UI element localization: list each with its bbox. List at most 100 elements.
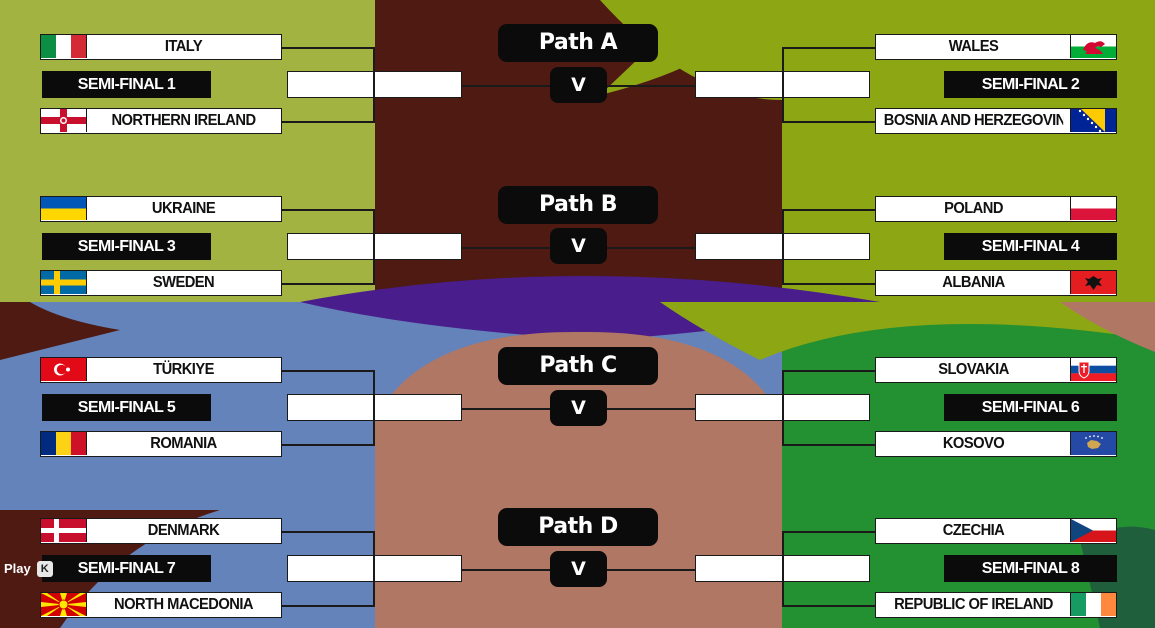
team-name: NORTH MACEDONIA xyxy=(114,596,253,613)
connector-line xyxy=(782,121,875,123)
team-bosnia-and-herzegovina: BOSNIA AND HERZEGOVINA xyxy=(875,108,1117,134)
albania-flag-icon xyxy=(1070,271,1116,294)
romania-flag-icon xyxy=(41,432,87,455)
connector-line xyxy=(782,47,875,49)
connector-line xyxy=(782,47,784,123)
ireland-flag-icon xyxy=(1070,593,1116,616)
team-name: NORTHERN IRELAND xyxy=(111,112,256,129)
semi-final-2-label: SEMI-FINAL 2 xyxy=(944,71,1117,98)
team-czechia: CZECHIA xyxy=(875,518,1117,544)
team-name: UKRAINE xyxy=(151,200,216,217)
path-a-title: Path A xyxy=(498,24,658,62)
connector-line xyxy=(782,283,875,285)
connector-line xyxy=(782,370,784,446)
team-name: CZECHIA xyxy=(942,522,1005,539)
team-italy: ITALY xyxy=(40,34,282,60)
ukraine-flag-icon xyxy=(41,197,87,220)
connector-line xyxy=(282,370,374,372)
poland-flag-icon xyxy=(1070,197,1116,220)
team-republic-of-ireland: REPUBLIC OF IRELAND xyxy=(875,592,1117,618)
path-b-vs-label: V xyxy=(550,228,607,264)
connector-line xyxy=(373,209,375,285)
northern-ireland-flag-icon xyxy=(41,109,87,132)
team-name: KOSOVO xyxy=(942,435,1005,452)
semi-final-5-label: SEMI-FINAL 5 xyxy=(42,394,211,421)
connector-line xyxy=(462,247,550,249)
denmark-flag-icon xyxy=(41,519,87,542)
connector-line xyxy=(607,85,695,87)
connector-line xyxy=(282,531,374,533)
path-a-left-winner-slot xyxy=(287,71,462,98)
sweden-flag-icon xyxy=(41,271,87,294)
bosnia-flag-icon xyxy=(1070,109,1116,132)
connector-line xyxy=(782,531,875,533)
team-ukraine: UKRAINE xyxy=(40,196,282,222)
play-label: Play xyxy=(4,561,31,576)
team-turkiye: TÜRKIYE xyxy=(40,357,282,383)
connector-line xyxy=(782,444,875,446)
semi-final-7-label: SEMI-FINAL 7 xyxy=(42,555,211,582)
connector-line xyxy=(607,247,695,249)
team-denmark: DENMARK xyxy=(40,518,282,544)
connector-line xyxy=(607,569,695,571)
connector-line xyxy=(462,85,550,87)
team-name: ITALY xyxy=(164,38,203,55)
team-name: WALES xyxy=(948,38,999,55)
team-kosovo: KOSOVO xyxy=(875,431,1117,457)
path-d-vs-label: V xyxy=(550,551,607,587)
connector-line xyxy=(462,569,550,571)
connector-line xyxy=(282,47,374,49)
connector-line xyxy=(462,408,550,410)
team-romania: ROMANIA xyxy=(40,431,282,457)
video-play-control[interactable]: Play K xyxy=(0,558,57,580)
wales-flag-icon xyxy=(1070,35,1116,58)
path-a-vs-label: V xyxy=(550,67,607,103)
team-poland: POLAND xyxy=(875,196,1117,222)
north-macedonia-flag-icon xyxy=(41,593,87,616)
semi-final-6-label: SEMI-FINAL 6 xyxy=(944,394,1117,421)
connector-line xyxy=(282,121,374,123)
connector-line xyxy=(282,444,374,446)
connector-line xyxy=(373,370,375,446)
team-albania: ALBANIA xyxy=(875,270,1117,296)
italy-flag-icon xyxy=(41,35,87,58)
team-name: POLAND xyxy=(944,200,1003,217)
connector-line xyxy=(782,209,784,285)
connector-line xyxy=(282,283,374,285)
team-name: ROMANIA xyxy=(150,435,217,452)
team-name: TÜRKIYE xyxy=(153,361,214,378)
connector-line xyxy=(282,605,374,607)
connector-line xyxy=(373,531,375,607)
team-name: BOSNIA AND HERZEGOVINA xyxy=(883,112,1064,129)
team-name: SWEDEN xyxy=(152,274,215,291)
path-b-title: Path B xyxy=(498,186,658,224)
kosovo-flag-icon xyxy=(1070,432,1116,455)
slovakia-flag-icon xyxy=(1070,358,1116,381)
team-wales: WALES xyxy=(875,34,1117,60)
connector-line xyxy=(607,408,695,410)
semi-final-4-label: SEMI-FINAL 4 xyxy=(944,233,1117,260)
path-c-left-winner-slot xyxy=(287,394,462,421)
keyboard-shortcut-badge: K xyxy=(36,561,53,577)
connector-line xyxy=(782,531,784,607)
connector-line xyxy=(782,209,875,211)
team-name: REPUBLIC OF IRELAND xyxy=(894,596,1053,613)
connector-line xyxy=(282,209,374,211)
team-north-macedonia: NORTH MACEDONIA xyxy=(40,592,282,618)
connector-line xyxy=(782,370,875,372)
path-b-left-winner-slot xyxy=(287,233,462,260)
semi-final-8-label: SEMI-FINAL 8 xyxy=(944,555,1117,582)
team-northern-ireland: NORTHERN IRELAND xyxy=(40,108,282,134)
team-sweden: SWEDEN xyxy=(40,270,282,296)
team-name: ALBANIA xyxy=(942,274,1005,291)
path-c-vs-label: V xyxy=(550,390,607,426)
connector-line xyxy=(373,47,375,123)
connector-line xyxy=(782,605,875,607)
path-c-title: Path C xyxy=(498,347,658,385)
team-name: SLOVAKIA xyxy=(938,361,1009,378)
team-name: DENMARK xyxy=(147,522,220,539)
czechia-flag-icon xyxy=(1070,519,1116,542)
team-slovakia: SLOVAKIA xyxy=(875,357,1117,383)
